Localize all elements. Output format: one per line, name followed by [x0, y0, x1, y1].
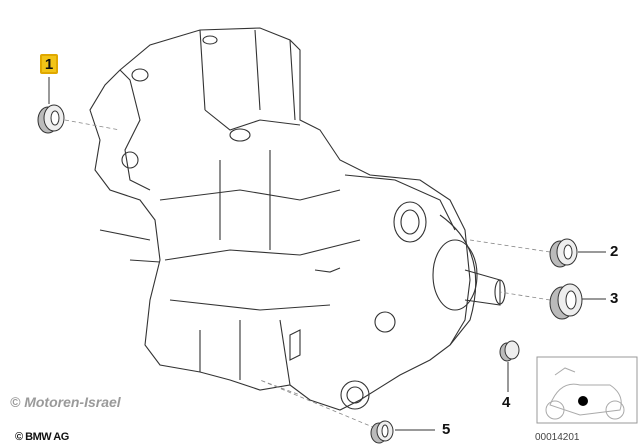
- gearbox-housing: [89, 27, 506, 411]
- part-label-1[interactable]: 1: [40, 54, 58, 74]
- leader-dashed-lines: [64, 119, 551, 429]
- seal-part-5: [370, 420, 435, 444]
- bushing-part-4: [499, 340, 520, 392]
- part-number: 1: [44, 55, 54, 73]
- copyright: © BMW AG: [15, 431, 69, 443]
- diagram-code: 00014201: [535, 432, 580, 443]
- seal-part-2: [549, 238, 606, 268]
- part-label-5[interactable]: 5: [442, 421, 451, 438]
- watermark: © Motoren-Israel: [10, 394, 121, 410]
- motorcycle-locator-thumbnail: [536, 356, 638, 424]
- part-label-4[interactable]: 4: [502, 394, 511, 411]
- seal-part-3: [549, 283, 606, 320]
- part-label-3[interactable]: 3: [610, 290, 619, 307]
- seal-part-1: [37, 77, 65, 134]
- part-label-2[interactable]: 2: [610, 243, 619, 260]
